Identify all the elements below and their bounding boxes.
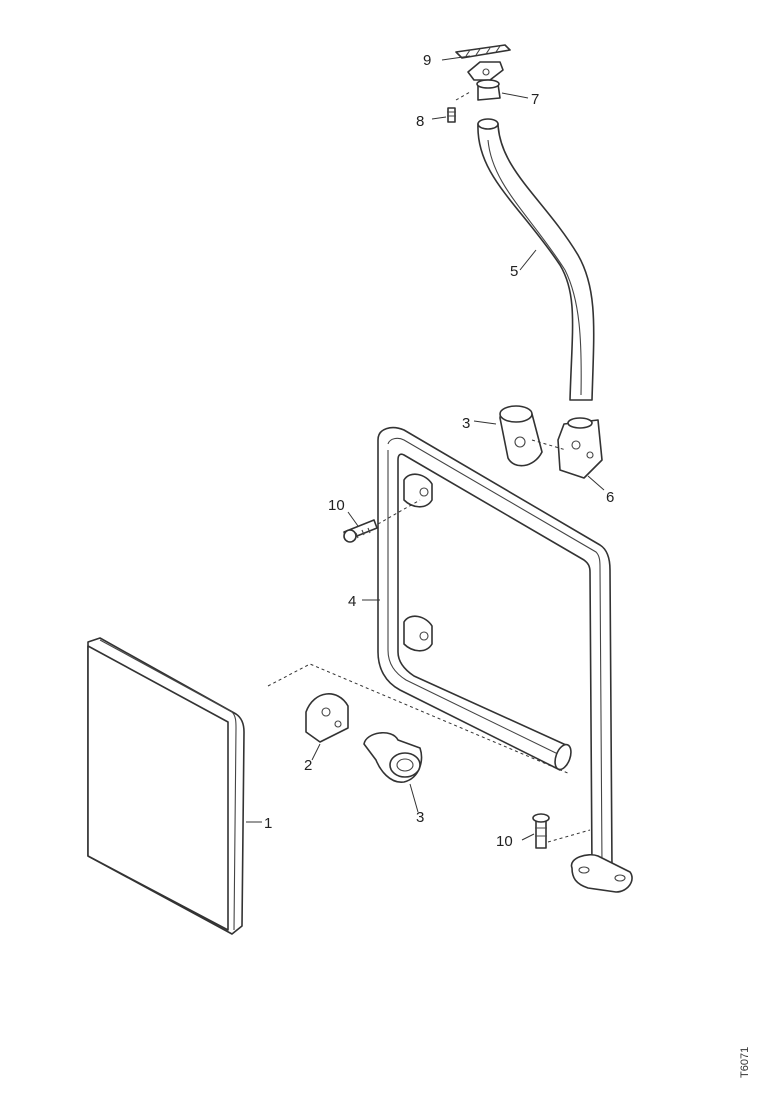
callout-4: 4 xyxy=(348,593,356,610)
callout-6: 6 xyxy=(606,489,614,506)
part-2-bracket xyxy=(267,663,571,775)
part-7-top-bracket xyxy=(467,61,504,101)
figure-reference-number: T6071 xyxy=(739,1047,751,1078)
callout-3-lower: 3 xyxy=(416,809,424,826)
part-8-screw xyxy=(447,91,471,123)
part-6-clamp xyxy=(557,417,603,479)
part-1-panel xyxy=(87,637,245,935)
part-10-lower-bolt xyxy=(532,813,591,849)
callout-3-upper: 3 xyxy=(462,415,470,432)
part-10-upper-bolt xyxy=(343,499,421,543)
callout-7: 7 xyxy=(531,91,539,108)
callout-8: 8 xyxy=(416,113,424,130)
part-5-curved-tube xyxy=(477,118,595,401)
callout-10-lower: 10 xyxy=(496,833,513,850)
callout-9: 9 xyxy=(423,52,431,69)
part-9-handle xyxy=(455,44,511,59)
callout-2: 2 xyxy=(304,757,312,774)
part-3-lower-clamp xyxy=(363,732,423,783)
part-3-upper-clamp xyxy=(499,405,567,467)
callout-1: 1 xyxy=(264,815,272,832)
callout-10-upper: 10 xyxy=(328,497,345,514)
callout-5: 5 xyxy=(510,263,518,280)
leader-lines xyxy=(246,55,605,841)
part-4-frame xyxy=(377,426,633,893)
